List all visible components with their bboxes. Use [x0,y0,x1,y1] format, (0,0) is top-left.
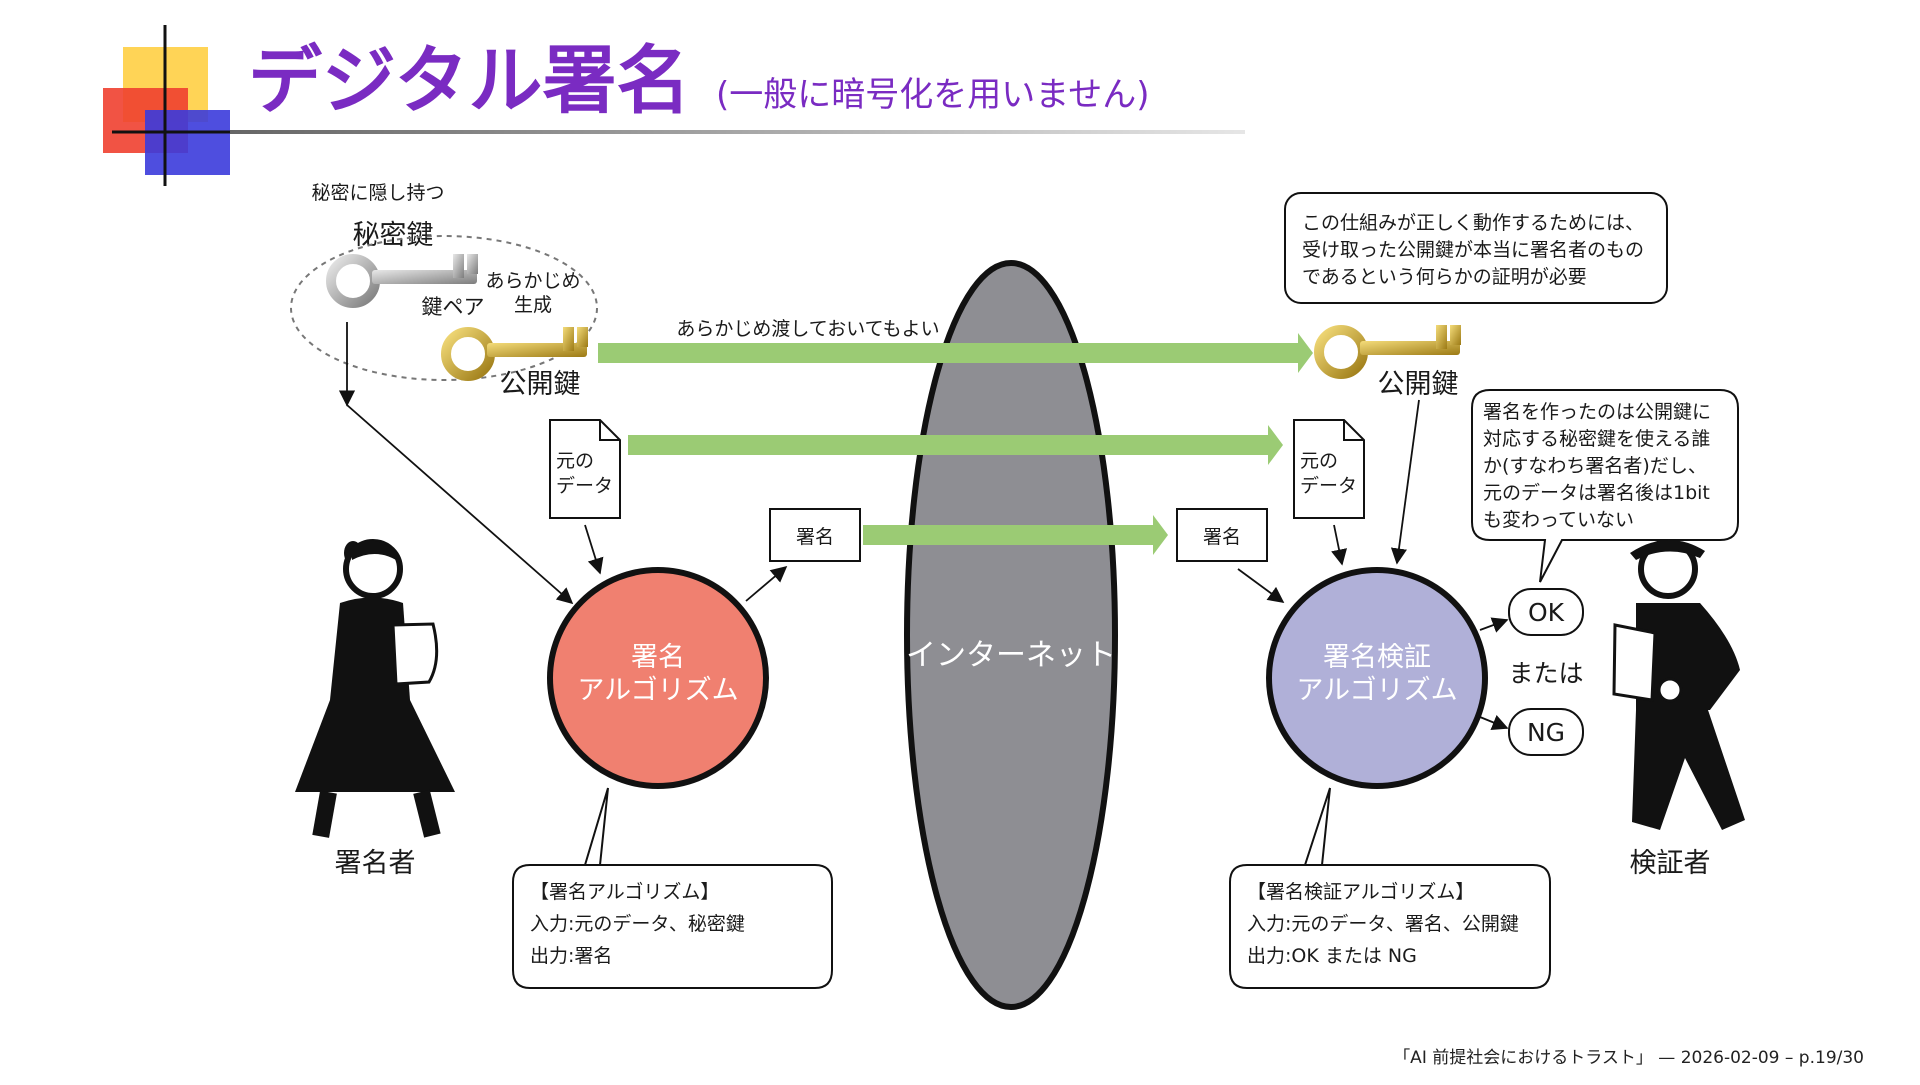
data-doc-right-line1: 元の [1300,450,1338,472]
internet-label: インターネット [906,638,1116,673]
verifier-label: 検証者 [1630,848,1711,879]
ok-label: OK [1528,598,1565,627]
sign-algo-info-callout [512,787,833,989]
pregen-label-line1: あらかじめ [485,270,580,292]
public-key-transfer-arrow [598,333,1313,373]
slide-footer: 「AI 前提社会におけるトラスト」 — 2026-02-09 – p.19/30 [1393,1048,1864,1068]
verify-info-output: 出力:OK または NG [1247,945,1417,967]
signature-box-right [1176,508,1268,562]
sign-info-output: 出力:署名 [530,945,612,967]
silver-key-icon [326,254,478,308]
title-underline [230,130,1245,134]
pre-delivery-note: あらかじめ渡しておいてもよい [676,318,939,340]
pregen-label-line2: 生成 [514,294,552,316]
sign-info-input: 入力:元のデータ、秘密鍵 [530,913,745,935]
keypair-label: 鍵ペア [422,295,485,319]
verify-algorithm-circle [1266,567,1488,789]
title-decoration-icon [103,25,245,186]
verify-algo-line2: アルゴリズム [1296,675,1457,706]
result-callout-line1: 署名を作ったのは公開鍵に [1483,401,1711,423]
public-key-label-right: 公開鍵 [1378,369,1459,400]
data-doc-left-line2: データ [556,475,613,497]
ng-label: NG [1527,718,1565,747]
page-subtitle: (一般に暗号化を用いません) [716,75,1150,115]
proof-required-callout [1284,192,1668,304]
signature-box-left [769,508,861,562]
private-key-label: 秘密鍵 [353,220,434,251]
sign-algo-line2: アルゴリズム [577,675,738,706]
verify-info-input: 入力:元のデータ、署名、公開鍵 [1247,913,1519,935]
sign-algo-line1: 署名 [631,642,685,673]
proof-callout-line3: であるという何らかの証明が必要 [1302,266,1587,288]
woman-holding-document-icon [295,539,455,838]
data-transfer-arrow [628,425,1283,465]
signature-box-right-label: 署名 [1203,526,1241,548]
result-callout-line4: 元のデータは署名後は1bit [1483,482,1710,504]
result-callout-line3: か(すなわち署名者)だし、 [1483,455,1707,477]
verify-info-title: 【署名検証アルゴリズム】 [1247,881,1474,903]
signer-label: 署名者 [335,848,416,879]
page-title: デジタル署名 [248,38,691,124]
verify-algo-line1: 署名検証 [1323,642,1431,673]
result-callout-line5: も変わっていない [1483,509,1634,531]
right-flow-arrows [1237,399,1509,731]
or-label: または [1508,659,1583,688]
internet-ellipse [904,260,1118,1010]
data-doc-right-line2: データ [1300,475,1357,497]
result-callout-line2: 対応する秘密鍵を使える誰 [1483,428,1710,450]
original-data-document-left [549,419,621,519]
man-reading-document-icon [1612,539,1745,830]
left-flow-arrows [338,322,788,605]
keypair-dashed-outline [290,235,598,381]
result-meaning-callout [1471,389,1739,583]
proof-callout-line1: この仕組みが正しく動作するためには、 [1302,212,1644,234]
gold-key-icon-right [1314,325,1461,379]
original-data-document-right [1293,419,1365,519]
signature-box-left-label: 署名 [796,526,834,548]
secret-note: 秘密に隠し持つ [311,182,444,204]
signature-transfer-arrow [863,515,1168,555]
public-key-label-left: 公開鍵 [500,369,581,400]
sign-info-title: 【署名アルゴリズム】 [530,881,719,903]
ok-result-badge [1508,588,1584,636]
sign-algorithm-circle [547,567,769,789]
data-doc-left-line1: 元の [556,450,594,472]
verify-algo-info-callout [1229,787,1551,989]
gold-key-icon-left [441,327,588,381]
ng-result-badge [1508,708,1584,756]
proof-callout-line2: 受け取った公開鍵が本当に署名者のもの [1302,239,1644,261]
